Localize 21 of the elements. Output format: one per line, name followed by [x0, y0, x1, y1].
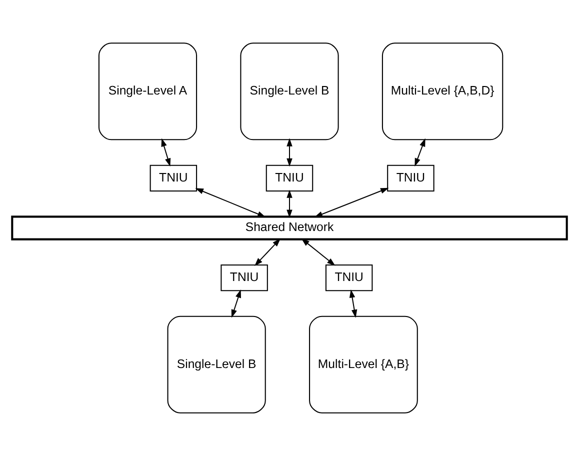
arrow [231, 290, 241, 318]
node-box: Single-Level B [167, 316, 266, 414]
arrow [195, 188, 266, 218]
arrow [286, 138, 292, 167]
node-box: TNIU [325, 264, 373, 292]
node-box: Single-Level A [98, 42, 198, 140]
arrow [286, 190, 292, 218]
arrow [414, 138, 426, 167]
node-box: Multi-Level {A,B,D} [382, 42, 504, 140]
node-box: TNIU [266, 164, 314, 192]
arrow [301, 238, 336, 266]
node-box: Multi-Level {A,B} [309, 316, 418, 414]
node-box: Shared Network [11, 216, 568, 240]
arrow [161, 138, 171, 167]
arrow [349, 289, 358, 318]
node-box: TNIU [220, 264, 268, 292]
arrow [254, 238, 281, 266]
arrow [314, 188, 389, 218]
node-box: Single-Level B [240, 42, 339, 140]
node-box: TNIU [150, 164, 198, 192]
node-box: TNIU [387, 164, 434, 192]
